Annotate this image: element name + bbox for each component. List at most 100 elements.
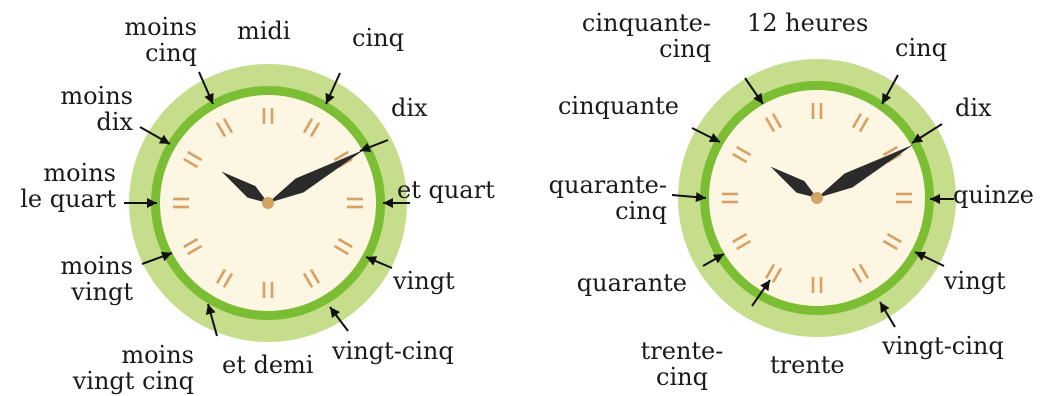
arrow-head — [160, 251, 172, 262]
hour-tick — [732, 232, 752, 251]
label-line: vingt — [71, 278, 133, 306]
arrow-head — [695, 192, 706, 203]
label-right-twentyfive-past: vingt-cinq — [882, 332, 1004, 360]
label-line: moins — [60, 252, 133, 280]
arrow-head — [204, 92, 214, 104]
tick-bar — [309, 268, 321, 284]
hour-tick — [764, 113, 783, 133]
tick-bar — [764, 263, 776, 279]
arrow-head — [753, 92, 763, 104]
pointer-arrow — [911, 123, 943, 144]
tick-bar — [183, 157, 199, 169]
label-left-top: midi — [237, 17, 291, 45]
label-line: quarante- — [548, 171, 667, 199]
minute-hand-shape — [268, 149, 365, 203]
hour-tick — [811, 277, 823, 293]
hour-tick — [262, 282, 274, 298]
tick-bar — [771, 267, 783, 283]
minute-hand — [817, 144, 914, 198]
label-line: trente- — [640, 337, 724, 365]
clock-right — [678, 59, 956, 337]
arrow-head — [158, 134, 170, 144]
pointer-arrow — [881, 74, 899, 105]
arrow-head — [760, 280, 770, 292]
tick-bar — [736, 239, 752, 251]
pointer-arrow — [198, 71, 214, 105]
hour-tick — [302, 118, 321, 138]
tick-bar — [309, 122, 321, 138]
tick-bar — [333, 150, 349, 162]
hour-tick — [215, 268, 234, 288]
tick-bar — [736, 145, 752, 157]
label-left-quarter-to: moins le quart — [20, 160, 116, 212]
label-right-quarter-past: quinze — [953, 181, 1034, 209]
label-line: cinq — [659, 35, 711, 63]
tick-bar — [882, 239, 898, 251]
tick-bar — [187, 244, 203, 256]
hour-tick — [173, 197, 189, 209]
tick-bar — [771, 113, 783, 129]
pointer-arrow — [914, 251, 945, 267]
pointer-arrow — [383, 198, 410, 208]
tick-bar — [851, 113, 863, 129]
label-left-twenty-to: moins vingt — [60, 253, 133, 305]
pointer-arrow — [751, 279, 771, 307]
tick-bar — [337, 237, 353, 249]
label-left-ten-past: dix — [391, 94, 428, 122]
label-line: cinq — [145, 39, 197, 67]
arrow-head — [360, 142, 372, 152]
pointer-arrow — [325, 72, 341, 105]
label-line: moins — [124, 13, 197, 41]
label-line: moins — [60, 82, 133, 110]
pointer-arrow — [702, 253, 725, 267]
label-right-twentyfive-to: trente- cinq — [632, 338, 732, 390]
label-left-five-past: cinq — [352, 24, 404, 52]
tick-bar — [732, 232, 748, 244]
hour-tick — [811, 103, 823, 119]
arrow-head — [930, 194, 940, 204]
label-left-half: et demi — [222, 351, 314, 379]
label-line: vingt cinq — [72, 367, 194, 395]
arrow-head — [708, 133, 720, 142]
pointer-arrow — [691, 127, 721, 143]
tick-bar — [851, 267, 863, 283]
hour-tick — [333, 237, 353, 256]
label-right-ten-past: dix — [955, 94, 992, 122]
label-line: cinq — [656, 363, 708, 391]
arrow-head — [882, 92, 892, 104]
label-left-twentyfive-to: moins vingt cinq — [73, 342, 194, 394]
arrow-head — [880, 302, 890, 314]
clock-pivot — [262, 197, 274, 209]
pointer-arrow — [329, 306, 349, 332]
hour-tick — [183, 150, 203, 169]
hour-tick — [851, 113, 870, 133]
tick-bar — [302, 272, 314, 288]
label-left-ten-to: moins dix — [60, 83, 133, 135]
label-left-quarter-past: et quart — [397, 176, 495, 204]
pointer-arrow — [365, 256, 393, 269]
arrow-head — [915, 251, 927, 261]
label-right-top: 12 heures — [747, 9, 869, 37]
label-left-twenty-past: vingt — [393, 267, 455, 295]
hour-tick — [183, 237, 203, 256]
hour-tick — [896, 192, 912, 204]
label-right-half: trente — [770, 351, 845, 379]
arrow-head — [366, 256, 378, 266]
label-line: moins — [43, 159, 116, 187]
tick-bar — [333, 244, 349, 256]
tick-bar — [302, 118, 314, 134]
pointer-arrows — [124, 71, 954, 337]
hour-hand — [221, 171, 268, 203]
tick-bar — [764, 117, 776, 133]
label-left-twentyfive-past: vingt-cinq — [332, 337, 454, 365]
minute-hand-shape — [817, 144, 914, 198]
pointer-arrow — [930, 194, 954, 204]
arrow-head — [383, 198, 393, 208]
hour-tick — [722, 192, 738, 204]
minute-hand — [268, 149, 365, 203]
clock-left — [129, 64, 407, 342]
label-left-five-to: moins cinq — [124, 14, 197, 66]
hour-hand-shape — [221, 171, 268, 203]
